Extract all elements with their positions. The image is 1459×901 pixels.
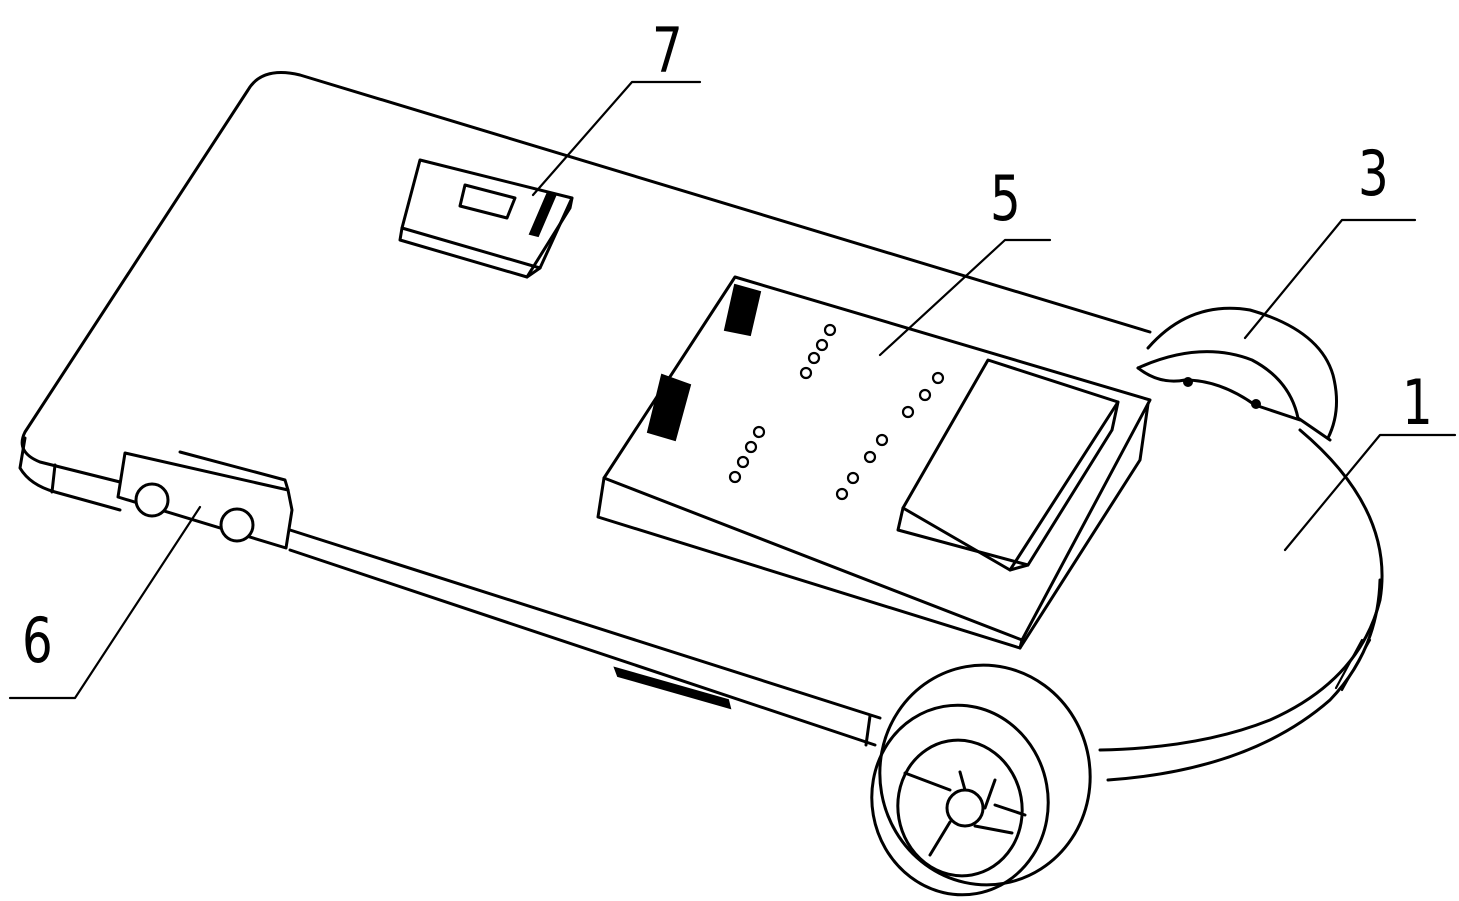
control-box-5 bbox=[596, 275, 1152, 650]
front-wheel bbox=[870, 663, 1092, 897]
module-7 bbox=[398, 158, 574, 279]
callout-5: 5 bbox=[990, 162, 1021, 235]
leader-7 bbox=[531, 80, 702, 197]
callout-7: 7 bbox=[652, 14, 683, 87]
leader-1 bbox=[1283, 433, 1457, 552]
leader-5 bbox=[878, 238, 1052, 357]
callout-6: 6 bbox=[22, 604, 53, 677]
rear-body-shell bbox=[1098, 428, 1384, 782]
leader-lines bbox=[8, 80, 1457, 700]
sensor-module-6 bbox=[116, 450, 294, 550]
caster-housing bbox=[1136, 306, 1338, 442]
platform bbox=[18, 71, 1152, 747]
callout-1: 1 bbox=[1402, 366, 1433, 439]
leader-6 bbox=[8, 505, 202, 700]
connector-row-4 bbox=[835, 433, 889, 501]
connector-row-3 bbox=[901, 371, 945, 419]
connector-row-1 bbox=[799, 323, 837, 380]
callout-3: 3 bbox=[1358, 137, 1389, 210]
leader-3 bbox=[1243, 218, 1417, 340]
connector-row-2 bbox=[728, 425, 766, 484]
